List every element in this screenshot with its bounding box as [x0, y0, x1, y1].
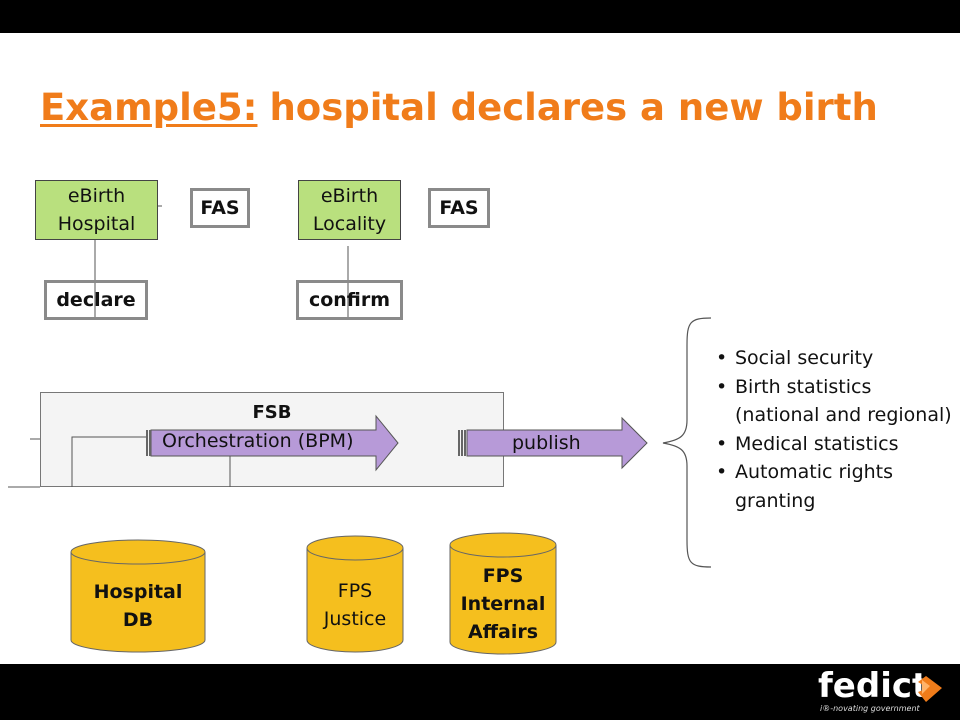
publish-arrow [458, 416, 648, 470]
confirm-label: confirm [308, 289, 391, 311]
orchestration-label: Orchestration (BPM) [162, 430, 354, 452]
ebirth-locality-line1: eBirth [320, 185, 379, 207]
recipient-item: •Social security [716, 344, 956, 373]
confirm-box: confirm [296, 280, 403, 320]
slide-title: Example5: hospital declares a new birth [40, 86, 878, 129]
fas-box-1: FAS [190, 188, 250, 228]
fas-label-2: FAS [439, 197, 479, 219]
fps-internal-affairs-label: FPS Internal Affairs [450, 562, 556, 646]
ebirth-hospital-box: eBirth Hospital [35, 180, 158, 240]
title-prefix: Example5: [40, 86, 258, 129]
hospital-db-line1: Hospital [93, 581, 183, 603]
recipient-item: •Birth statistics (national and regional… [716, 373, 956, 430]
declare-label: declare [56, 289, 136, 311]
hospital-db-label: Hospital DB [71, 578, 205, 634]
bullet-icon: • [716, 375, 728, 398]
ebirth-locality-line2: Locality [312, 213, 387, 235]
fps-internal-affairs-line3: Affairs [467, 621, 539, 643]
bullet-icon: • [716, 347, 728, 369]
title-text: hospital declares a new birth [269, 86, 878, 129]
ebirth-hospital-line2: Hospital [57, 213, 136, 235]
recipient-item: •Automatic rights granting [716, 458, 956, 515]
connector-fsb-inner [71, 436, 147, 487]
fps-internal-affairs-cylinder [449, 532, 557, 655]
bullet-icon: • [716, 461, 728, 483]
fps-justice-line1: FPS [337, 580, 373, 602]
orchestration-arrow [146, 414, 399, 472]
bullet-icon: • [716, 432, 728, 455]
bottom-bar [0, 664, 960, 720]
recipients-list: •Social security •Birth statistics (nati… [716, 344, 956, 515]
fedict-logo: fedict i®-novating government [818, 666, 948, 716]
logo-wordmark: fedict [818, 666, 929, 706]
ebirth-hospital-line1: eBirth [67, 185, 126, 207]
recipient-item: •Medical statistics [716, 430, 956, 459]
fps-justice-line2: Justice [323, 608, 387, 630]
top-bar [0, 0, 960, 33]
fps-internal-affairs-line1: FPS [482, 565, 524, 587]
hospital-db-cylinder [70, 539, 206, 653]
declare-box: declare [44, 280, 148, 320]
fps-justice-cylinder [306, 535, 404, 653]
hospital-db-line2: DB [122, 609, 154, 631]
logo-mark-icon [918, 676, 942, 702]
publish-label: publish [512, 432, 581, 454]
fas-box-2: FAS [428, 188, 490, 228]
ebirth-locality-box: eBirth Locality [298, 180, 401, 240]
fas-label-1: FAS [200, 197, 240, 219]
logo-tagline: i®-novating government [820, 704, 920, 713]
fps-justice-label: FPS Justice [307, 577, 403, 633]
curly-brace [662, 317, 712, 568]
fps-internal-affairs-line2: Internal [460, 593, 546, 615]
